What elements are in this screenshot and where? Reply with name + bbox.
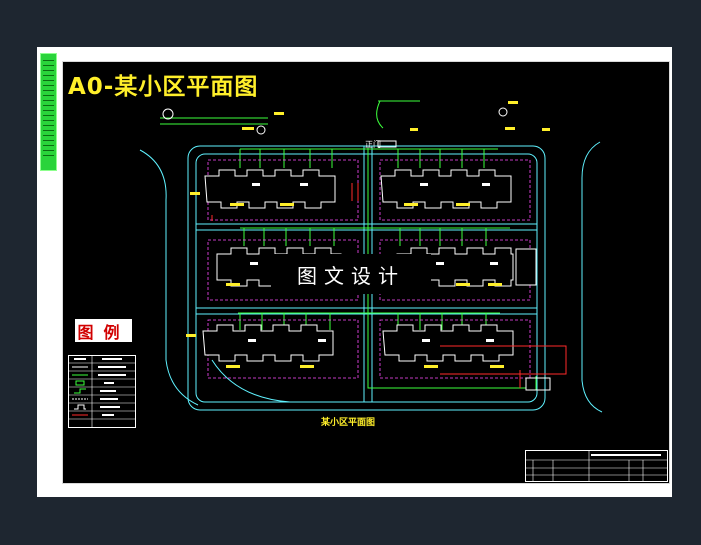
legend-title: 图例	[75, 319, 132, 342]
north-arrow-icon	[256, 125, 266, 135]
watermark: 图文设计	[271, 254, 431, 294]
gate-icon	[377, 140, 397, 148]
buildings	[202, 169, 537, 362]
gate-label: 正门	[365, 140, 381, 149]
north-arrow-icon	[498, 107, 508, 117]
pipe-network	[160, 100, 537, 390]
compass-icon	[162, 108, 174, 120]
legend-table	[68, 355, 136, 428]
drawing-title: A0-某小区平面图	[68, 74, 259, 100]
transformer-icon	[525, 377, 551, 391]
plan-caption: 某小区平面图	[321, 418, 376, 428]
red-lines	[211, 183, 567, 388]
binding-strip	[40, 53, 57, 171]
road-network	[139, 141, 603, 413]
title-block	[525, 450, 668, 482]
